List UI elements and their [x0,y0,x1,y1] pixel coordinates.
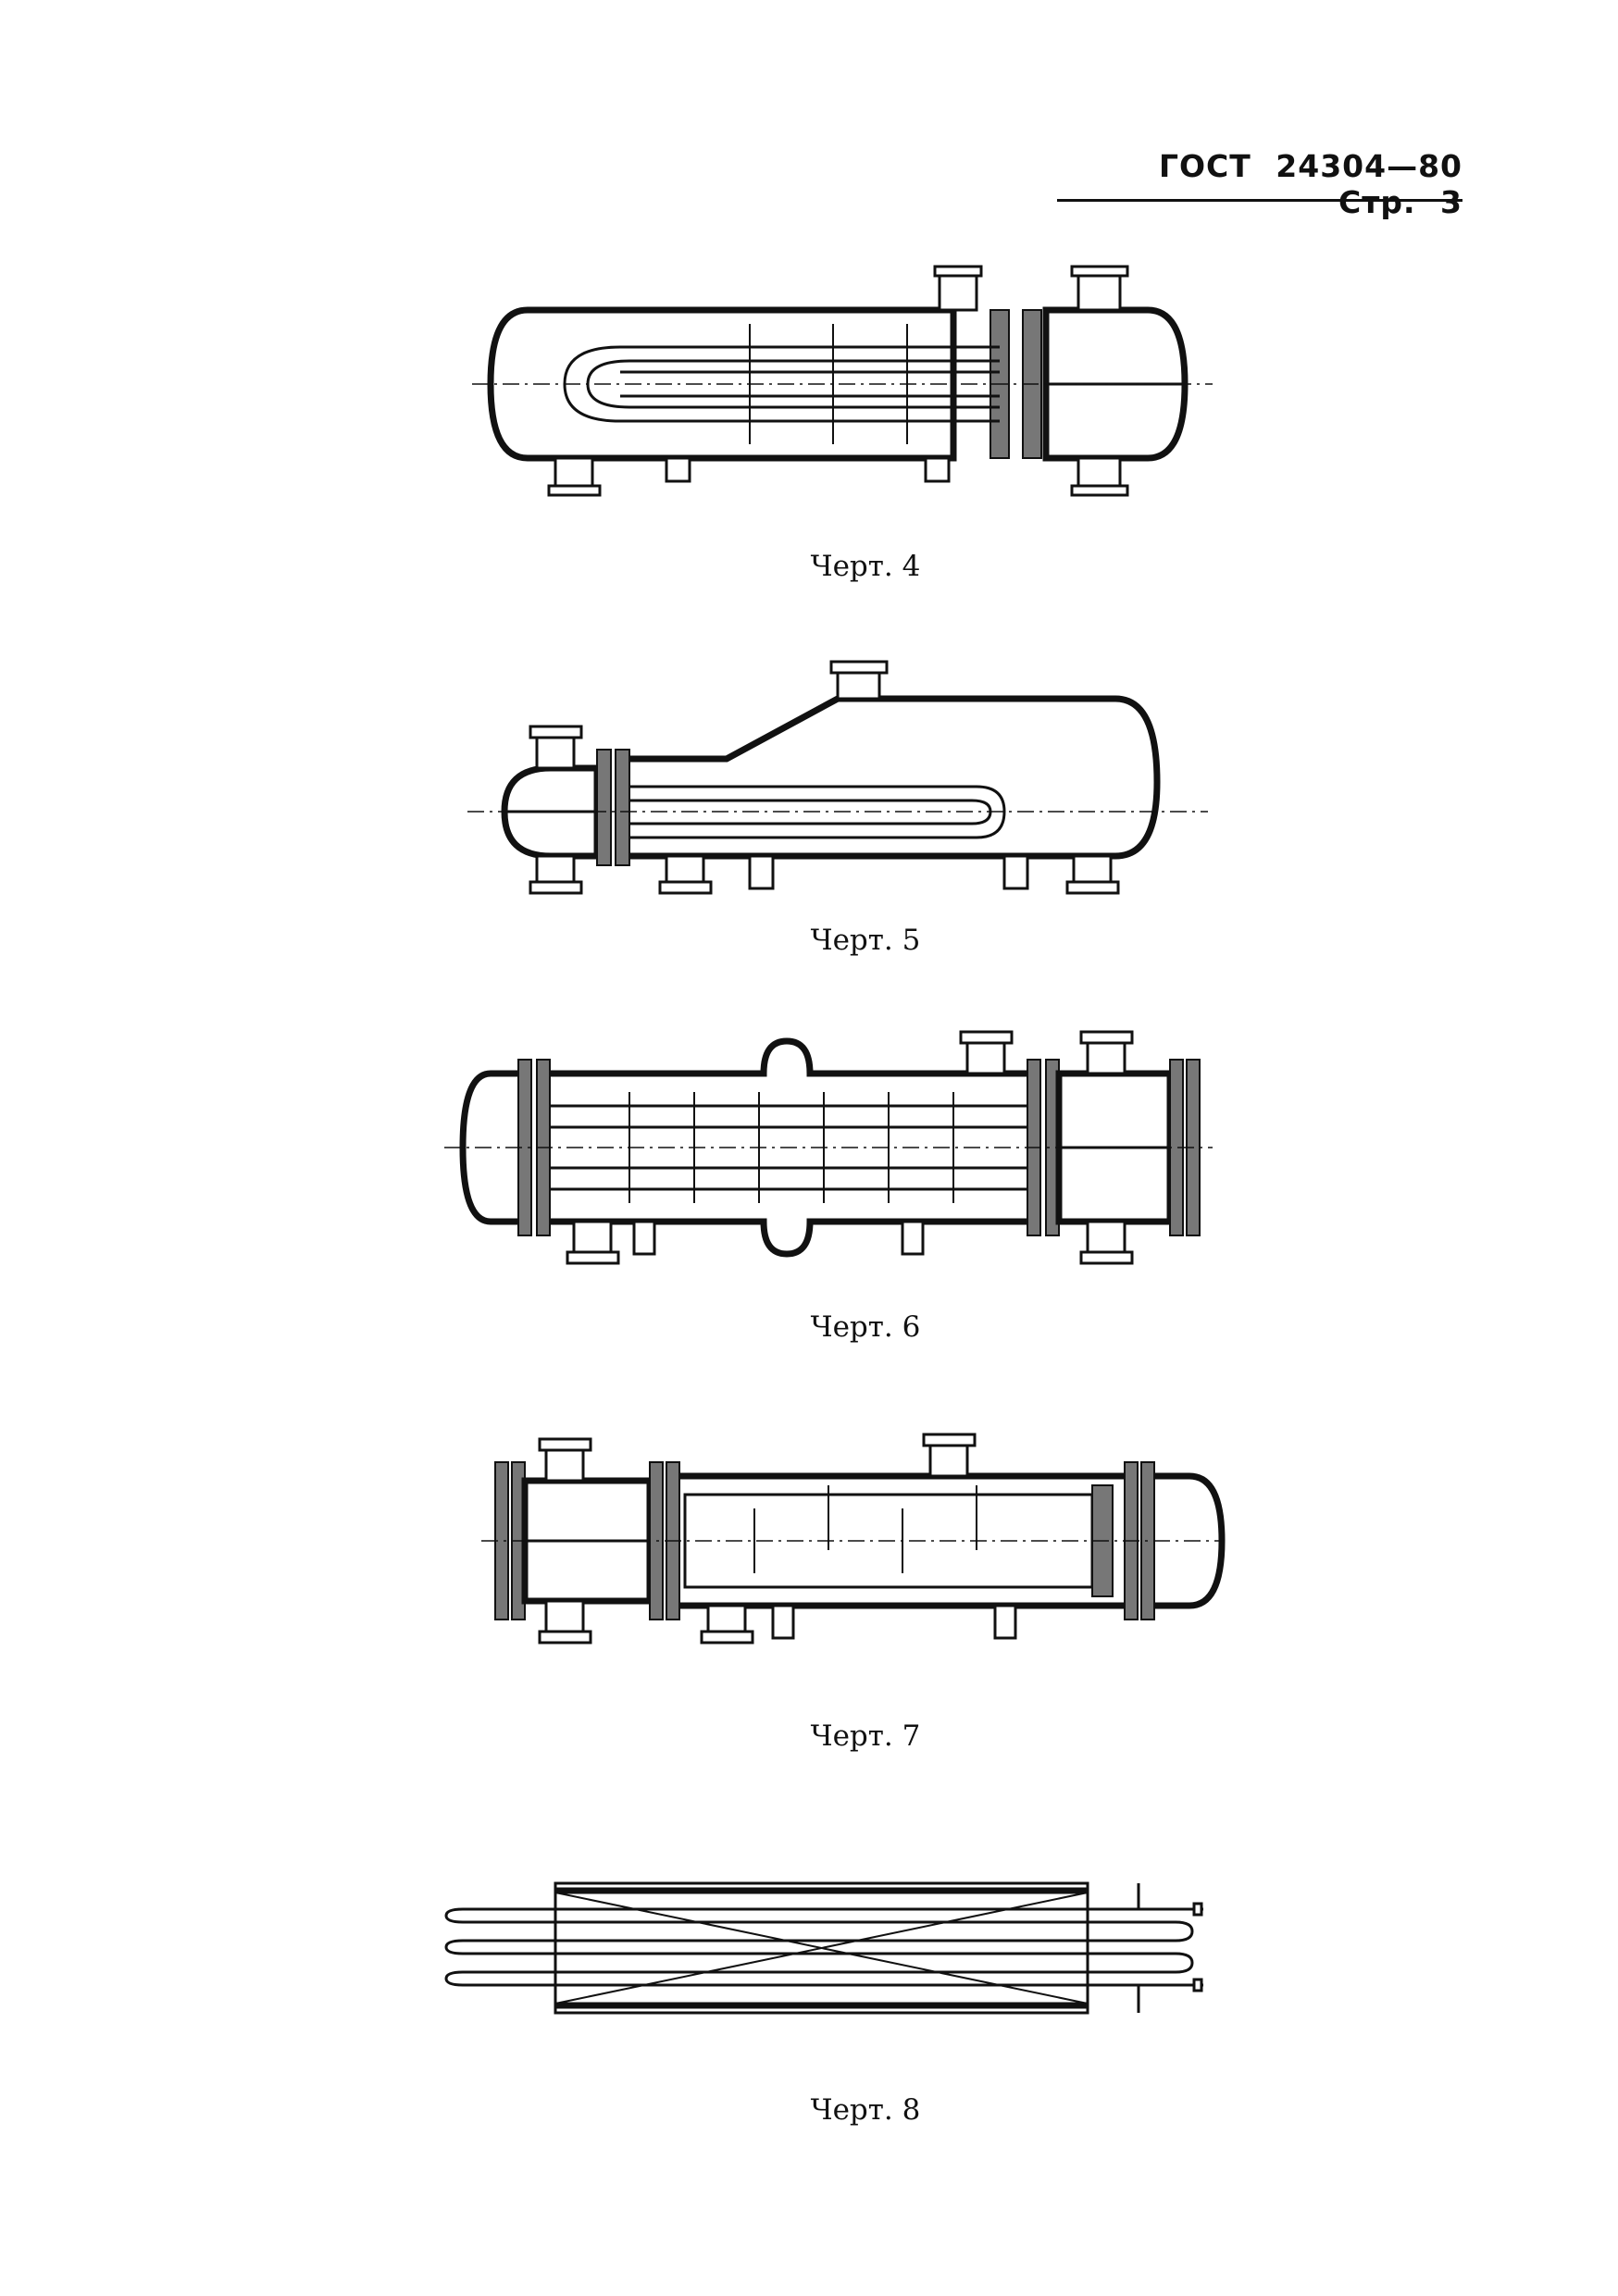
figure-caption-4: Черт. 4 [810,550,921,583]
figure-caption-5: Черт. 5 [810,924,921,957]
drawing-fig-4 [472,259,1213,518]
page-number: 3 [1440,184,1462,220]
figure-caption-6: Черт. 6 [810,1310,921,1344]
drawing-fig-8 [435,1865,1222,2031]
drawing-fig-5 [467,648,1208,898]
page-label: Стр. [1338,184,1416,220]
page-header: ГОСТ 24304—80 Стр. 3 [1055,148,1462,220]
standard-label: ГОСТ [1158,148,1251,184]
figure-caption-7: Черт. 7 [810,1719,921,1753]
drawing-fig-6 [435,1018,1222,1286]
figure-caption-8: Черт. 8 [810,2093,921,2127]
header-rule [1057,199,1462,202]
standard-number: 24304—80 [1276,148,1462,184]
drawing-fig-7 [477,1397,1226,1675]
